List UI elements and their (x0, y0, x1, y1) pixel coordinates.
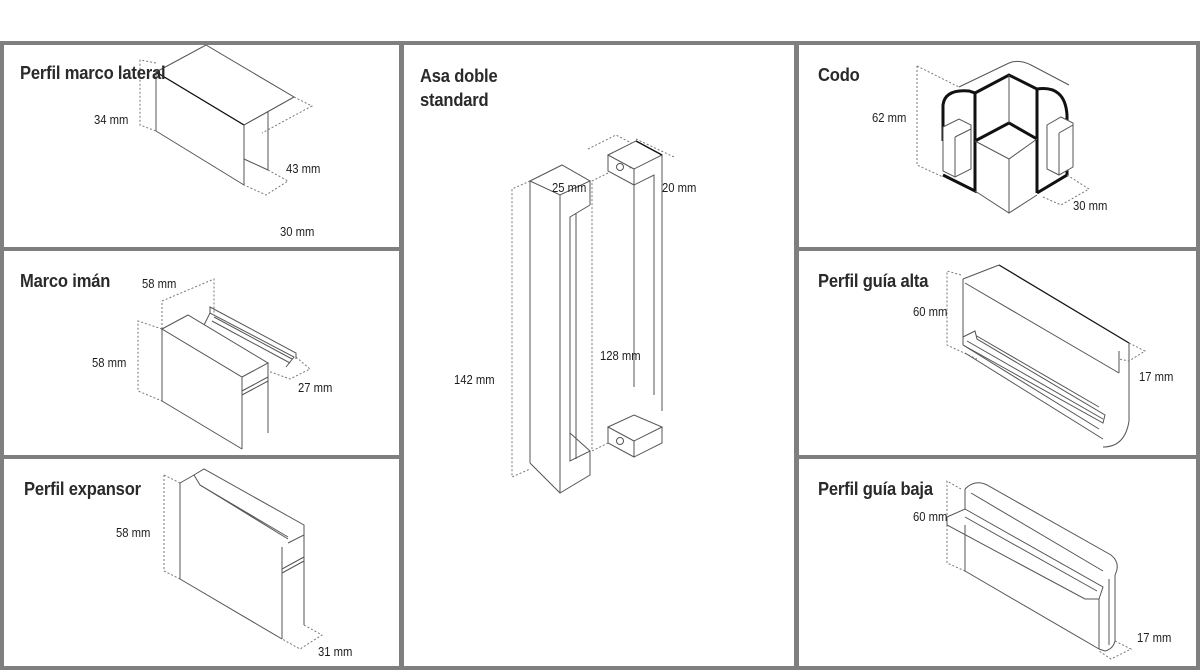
dimension-height: 58 mm (116, 526, 151, 540)
dimension-width: 58 mm (142, 277, 177, 291)
asa-doble-drawing (511, 134, 675, 494)
dimension-height: 62 mm (872, 111, 907, 125)
dimension-depth: 27 mm (298, 381, 333, 395)
dimension-depth: 30 mm (1073, 199, 1108, 213)
panel-title: Marco imán (20, 271, 111, 291)
perfil-guia-alta-drawing (946, 264, 1147, 448)
codo-drawing (916, 60, 1090, 214)
panel-perfil-expansor: Perfil expansor 58 mm 31 mm (4, 459, 399, 666)
dimension-depth: 25 mm (552, 181, 587, 195)
marco-iman-drawing (137, 278, 311, 450)
perfil-marco-lateral-drawing (139, 45, 314, 196)
dimension-height: 60 mm (913, 305, 948, 319)
panel-title-line2: standard (420, 90, 489, 110)
perfil-guia-baja-drawing (946, 480, 1133, 660)
panel-title: Perfil guía alta (818, 271, 929, 291)
product-grid: Perfil marco lateral 34 mm 43 mm 30 mm M… (0, 41, 1200, 670)
dimension-depth: 17 mm (1139, 370, 1174, 384)
dimension-depth: 17 mm (1137, 631, 1172, 645)
dimension-height: 34 mm (94, 113, 129, 127)
dimension-center-distance: 128 mm (600, 349, 641, 363)
dimension-height: 60 mm (913, 510, 948, 524)
dimension-depth: 43 mm (286, 162, 321, 176)
perfil-expansor-drawing (163, 468, 323, 650)
panel-perfil-guia-baja: Perfil guía baja 60 mm 17 mm (799, 459, 1196, 666)
dimension-depth: 31 mm (318, 645, 353, 659)
panel-title: Codo (818, 65, 860, 85)
panel-asa-doble-standard: Asa doble standard 25 mm 20 mm 142 mm 12… (404, 45, 794, 666)
dimension-width: 30 mm (280, 225, 315, 239)
panel-title: Perfil marco lateral (20, 63, 166, 83)
panel-title: Perfil guía baja (818, 479, 933, 499)
panel-title-line1: Asa doble (420, 66, 498, 86)
panel-marco-iman: Marco imán 58 mm 58 mm 27 mm (4, 251, 399, 455)
panel-perfil-guia-alta: Perfil guía alta 60 mm 17 mm (799, 251, 1196, 455)
dimension-height: 58 mm (92, 356, 127, 370)
panel-title: Perfil expansor (24, 479, 141, 499)
dimension-total-length: 142 mm (454, 373, 495, 387)
panel-perfil-marco-lateral: Perfil marco lateral 34 mm 43 mm 30 mm (4, 45, 399, 247)
panel-codo: Codo 62 mm 30 mm (799, 45, 1196, 247)
dimension-width: 20 mm (662, 181, 697, 195)
